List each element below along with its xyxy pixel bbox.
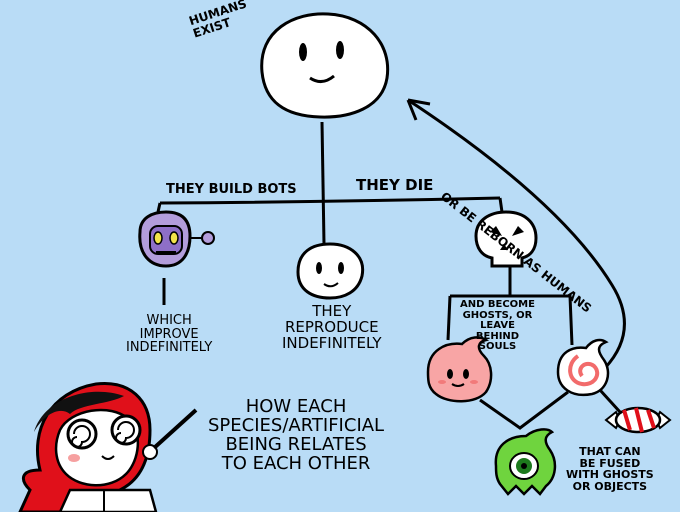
tree-connectors bbox=[156, 121, 622, 430]
label-they-reproduce: THEY REPRODUCE INDEFINITELY bbox=[282, 302, 382, 352]
label-they-build-bots: THEY BUILD BOTS bbox=[166, 182, 297, 197]
bot-icon bbox=[138, 210, 215, 268]
caption-species-relations: HOW EACH SPECIES/ARTIFICIAL BEING RELATE… bbox=[208, 396, 385, 474]
human-blob-small bbox=[296, 242, 365, 300]
ghost-icon bbox=[426, 336, 493, 403]
reborn-arrow bbox=[406, 98, 626, 370]
presenter-character bbox=[18, 382, 198, 512]
candy-icon bbox=[604, 406, 672, 434]
human-blob-large bbox=[260, 12, 390, 119]
soul-icon bbox=[556, 338, 610, 397]
label-become-ghosts: AND BECOME GHOSTS, OR LEAVE BEHIND SOULS bbox=[460, 299, 535, 352]
label-they-die: THEY DIE bbox=[356, 176, 434, 194]
skull-icon bbox=[474, 210, 538, 268]
fused-ghost-icon bbox=[494, 428, 557, 496]
label-fused: THAT CAN BE FUSED WITH GHOSTS OR OBJECTS bbox=[566, 445, 654, 493]
label-which-improve: WHICH IMPROVE INDEFINITELY bbox=[126, 313, 213, 356]
